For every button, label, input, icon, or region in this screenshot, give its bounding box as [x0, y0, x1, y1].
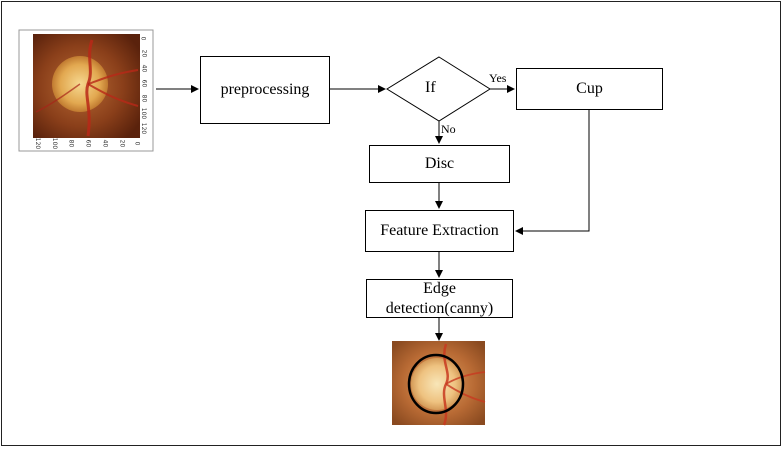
decision-diamond	[386, 56, 491, 122]
x-tick: 40	[101, 139, 109, 148]
y-tick: 0	[139, 36, 147, 41]
x-tick: 20	[118, 139, 126, 148]
decision-label: If	[425, 79, 436, 96]
preprocessing-box: preprocessing	[200, 56, 330, 124]
edge-detection-label: Edge detection(canny)	[385, 279, 494, 317]
y-tick: 120	[140, 122, 148, 135]
input-image-vessel-3	[87, 83, 139, 107]
disc-box: Disc	[369, 145, 510, 183]
y-tick: 60	[140, 79, 148, 88]
disc-label: Disc	[424, 155, 455, 172]
input-fundus-image	[18, 29, 154, 152]
y-tick: 80	[140, 94, 148, 103]
y-tick: 40	[140, 64, 148, 73]
input-image-vessel-2	[87, 69, 139, 85]
cup-box: Cup	[516, 68, 663, 110]
arrow-cup-to-feature	[515, 110, 590, 235]
y-tick: 100	[140, 107, 148, 120]
x-tick: 100	[51, 137, 59, 150]
y-tick: 20	[140, 49, 148, 58]
output-image-canny-contour	[407, 353, 465, 415]
feature-extraction-label: Feature Extraction	[380, 222, 499, 239]
cup-label: Cup	[576, 80, 603, 97]
connectors	[156, 56, 590, 341]
edge-label-no: No	[441, 122, 456, 136]
output-image-vessel-3	[445, 383, 486, 403]
edge-detection-box: Edge detection(canny)	[366, 279, 513, 318]
input-image-vessel-4	[35, 83, 81, 113]
edge-label-yes: Yes	[489, 71, 507, 85]
x-tick: 120	[34, 137, 42, 150]
x-tick: 80	[67, 139, 75, 148]
x-tick: 60	[84, 139, 92, 148]
feature-extraction-box: Feature Extraction	[365, 210, 514, 252]
output-fundus-image	[392, 341, 486, 426]
output-image-optic-disc	[411, 358, 463, 410]
preprocessing-label: preprocessing	[220, 81, 310, 98]
x-tick: 0	[133, 141, 141, 146]
